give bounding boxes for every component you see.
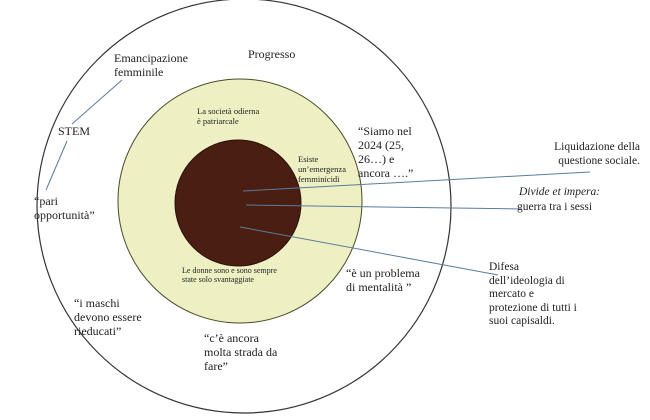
label-difesa-ideologia-mercato: Difesa dell’ideologia di mercato e prote… — [489, 261, 577, 328]
label-divide-et-impera: Divide et impera: — [519, 186, 601, 198]
connector-stem-emancipazione — [71, 79, 123, 125]
connector-stem-pari-opportunita — [45, 140, 68, 191]
label-donne-svantaggiate: Le donne sono e sono sempre state solo s… — [182, 266, 277, 285]
label-guerra-tra-sessi: guerra tra i sessi — [517, 201, 593, 213]
label-strada-da-fare: “c’è ancora molta strada da fare” — [204, 331, 278, 374]
label-stem: STEM — [58, 124, 91, 138]
label-siamo-nel-2024: “Siamo nel 2024 (25, 26…) e ancora ….” — [358, 124, 414, 181]
label-maschi-rieducati: “i maschi devono essere rieducati” — [74, 296, 142, 339]
label-problema-mentalita: “è un problema di mentalità ” — [346, 266, 420, 295]
connector-difesa-ideologia — [239, 226, 499, 276]
connector-liquidazione — [242, 171, 591, 192]
label-progresso: Progresso — [248, 47, 296, 61]
connector-divide-et-impera — [245, 204, 523, 210]
label-liquidazione-questione-sociale: Liquidazione della questione sociale. — [554, 141, 640, 167]
label-societa-patriarcale: La società odierna è patriarcale — [197, 106, 260, 127]
core-circle — [174, 139, 302, 267]
label-emancipazione-femminile: Emancipazione femminile — [114, 51, 188, 80]
label-pari-opportunita: “pari opportunità” — [34, 194, 95, 223]
label-emergenza-femminicidi: Esiste un’emergenza femminicidi — [298, 154, 346, 185]
